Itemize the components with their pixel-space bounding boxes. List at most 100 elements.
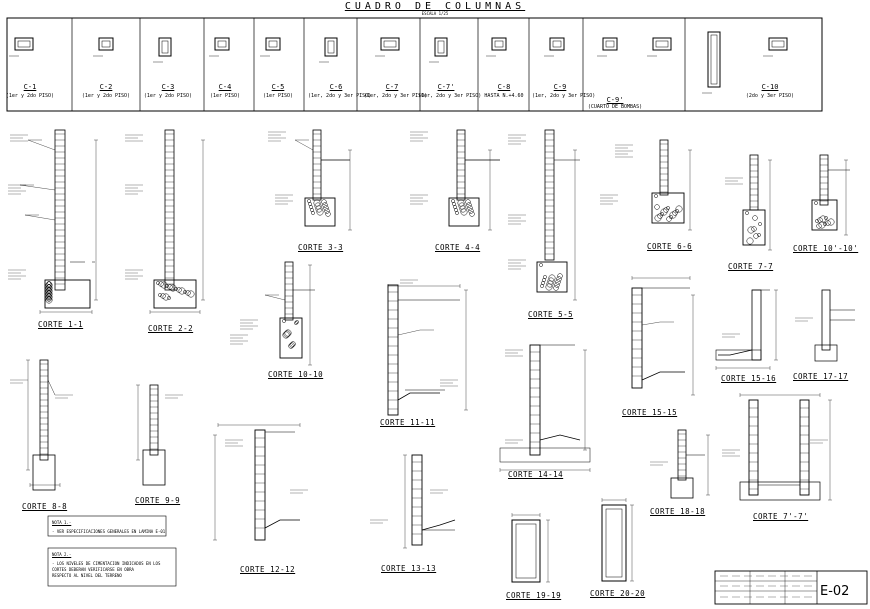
- column-section-icon: [602, 37, 618, 51]
- column-section-icon: [158, 37, 172, 57]
- section-label: CORTE 11-11: [380, 418, 436, 427]
- aggregate-stone: [451, 199, 455, 203]
- section-label: CORTE 10'-10': [793, 244, 859, 253]
- aggregate-stone: [452, 202, 456, 206]
- footing: [304, 197, 336, 227]
- slab-section: [499, 447, 591, 463]
- wall-section: [748, 399, 759, 496]
- column-section-icon: [98, 37, 114, 51]
- section-label: CORTE 1-1: [38, 320, 84, 329]
- aggregate-stone: [666, 216, 672, 222]
- leader-line: [397, 329, 421, 336]
- column-stirrup: [494, 40, 504, 48]
- aggregate-stone: [308, 202, 312, 206]
- aggregate-stone: [183, 290, 187, 294]
- aggregate-stone: [654, 204, 660, 210]
- aggregate-stone: [553, 285, 559, 291]
- column-code: C-7': [437, 83, 455, 91]
- aggregate-stone: [467, 205, 473, 211]
- column-section-icon: [434, 37, 448, 57]
- note-box: [47, 515, 167, 537]
- footing: [448, 197, 480, 227]
- aggregate-stone: [654, 194, 658, 198]
- aggregate-stone: [823, 222, 827, 226]
- aggregate-stone: [169, 284, 177, 292]
- aggregate-stone: [167, 296, 171, 300]
- section-label: CORTE 18-18: [650, 507, 706, 516]
- section-label: CORTE 19-19: [506, 591, 562, 600]
- column-shaft: [312, 129, 322, 201]
- aggregate-stone: [295, 320, 299, 324]
- rebar-hook: [264, 519, 300, 529]
- column-shaft: [749, 154, 759, 211]
- aggregate-stone: [814, 201, 818, 205]
- section-label: CORTE 15-16: [721, 374, 777, 383]
- aggregate-stone: [158, 293, 162, 297]
- schedule-table: [6, 17, 823, 112]
- column-section-icon: [652, 37, 672, 51]
- column-section-icon: [214, 37, 230, 51]
- column-floor-note: (1er PISO): [262, 93, 294, 99]
- column-section-icon: [265, 37, 281, 51]
- rebar-hook: [718, 349, 753, 356]
- column-stirrup: [655, 40, 669, 48]
- column-floor-note: (1er y 2do PISO): [81, 93, 131, 99]
- slab-section: [715, 349, 762, 361]
- column-shaft: [164, 129, 175, 291]
- column-stirrup: [552, 40, 562, 48]
- column-section-icon: [380, 37, 400, 51]
- column-stirrup: [161, 40, 169, 54]
- footing: [651, 192, 685, 224]
- note1-text: - VER ESPECIFICACIONES GENERALES EN LAMI…: [52, 529, 166, 534]
- column-section: [511, 519, 541, 583]
- column-floor-note: (1er, 2do y 3er PISO): [364, 93, 428, 99]
- column-section: [601, 504, 627, 582]
- footing: [32, 454, 56, 491]
- aggregate-stone: [824, 216, 828, 220]
- column-code: C-4: [218, 83, 232, 91]
- section-label: CORTE 4-4: [435, 243, 481, 252]
- column-code: C-5: [271, 83, 285, 91]
- column-stirrup: [327, 40, 335, 54]
- aggregate-stone: [758, 222, 762, 226]
- aggregate-stone: [288, 343, 294, 349]
- aggregate-stone: [818, 221, 826, 229]
- aggregate-stone: [156, 281, 160, 285]
- note2-line3: RESPECTO AL NIVEL DEL TERRENO: [52, 573, 122, 578]
- column-shaft: [819, 154, 829, 206]
- column-stirrup: [268, 40, 278, 48]
- aggregate-stone: [751, 226, 757, 232]
- aggregate-stone: [672, 210, 678, 216]
- column-section-icon: [549, 37, 565, 51]
- aggregate-stone: [315, 205, 323, 213]
- title-block: [714, 570, 868, 605]
- column-shaft: [39, 359, 49, 461]
- column-stirrup: [217, 40, 227, 48]
- column-code: C-9: [553, 83, 567, 91]
- aggregate-stone: [323, 205, 329, 211]
- footing: [739, 481, 821, 501]
- wall-section: [411, 454, 423, 546]
- aggregate-stone: [45, 281, 53, 289]
- column-code: C-6: [329, 83, 343, 91]
- section-label: CORTE 17-17: [793, 372, 849, 381]
- section-label: CORTE 7'-7': [753, 512, 809, 521]
- aggregate-stone: [290, 341, 296, 347]
- aggregate-stone: [539, 263, 543, 267]
- column-code: C-9': [606, 96, 624, 104]
- aggregate-stone: [454, 208, 458, 212]
- aggregate-stone: [555, 279, 561, 285]
- column-code: C-3: [161, 83, 175, 91]
- aggregate-stone: [827, 218, 835, 226]
- leader-line: [641, 321, 661, 326]
- column-code: C-8: [497, 83, 511, 91]
- note2-title: NOTA 2.-: [52, 552, 72, 557]
- column-shaft: [677, 429, 687, 481]
- aggregate-stone: [745, 211, 749, 215]
- section-label: CORTE 20-20: [590, 589, 646, 598]
- column-floor-note: (1er, 2do y 3er PISO): [308, 93, 372, 99]
- section-label: CORTE 5-5: [528, 310, 574, 319]
- leader-line: [264, 294, 286, 301]
- aggregate-stone: [747, 226, 755, 234]
- column-stirrup: [101, 40, 111, 48]
